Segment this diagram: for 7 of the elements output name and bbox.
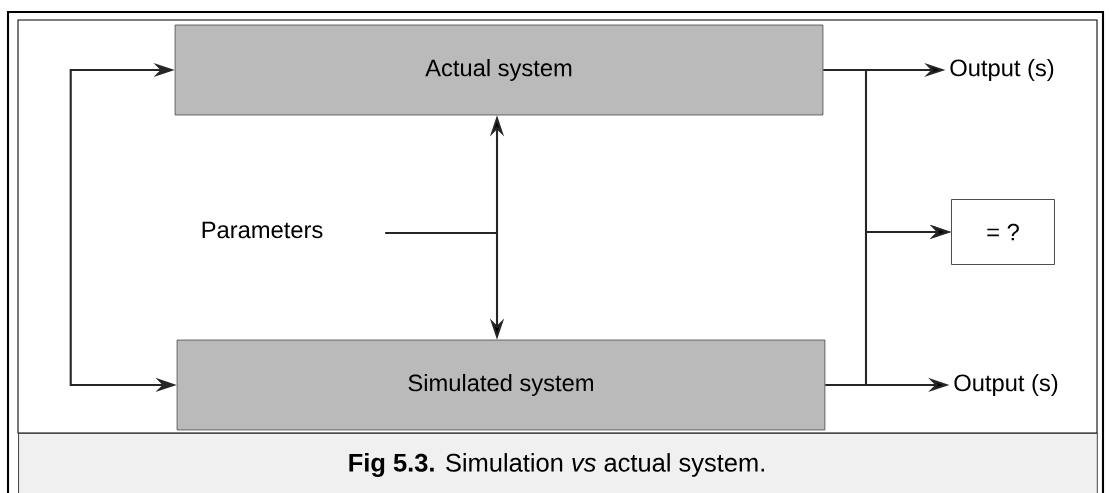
parameters-text: Parameters xyxy=(202,221,323,239)
output-text: Output (s) xyxy=(954,373,1058,397)
system-box: Actual system xyxy=(174,24,824,116)
comparison-box: = ? xyxy=(951,199,1055,265)
output-text: Output (s) xyxy=(950,58,1054,82)
figure-caption: Fig 5.3. Simulation vs actual system. xyxy=(18,433,1098,493)
system-box: Simulated system xyxy=(176,339,826,431)
